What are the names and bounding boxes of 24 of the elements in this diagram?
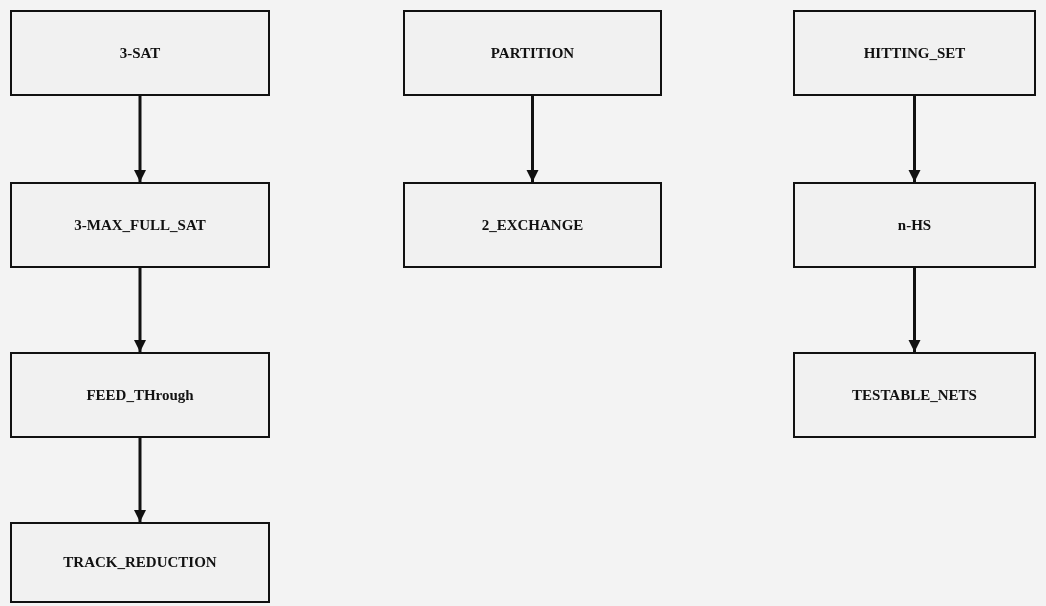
arrow: [134, 268, 146, 352]
box-label: 3-MAX_FULL_SAT: [74, 216, 206, 234]
process-box: [10, 352, 270, 438]
arrow: [134, 438, 146, 522]
arrow: [908, 268, 921, 352]
box-label: FEED_THrough: [86, 386, 194, 404]
box-label: PARTITION: [490, 44, 575, 62]
process-box: [10, 522, 270, 603]
box-label: n-HS: [897, 216, 932, 234]
arrow: [526, 96, 539, 182]
arrow: [134, 96, 146, 182]
process-box: [10, 182, 270, 268]
box-label: HITTING_SET: [863, 44, 966, 62]
arrow: [908, 96, 921, 182]
box-label: TRACK_REDUCTION: [63, 554, 217, 571]
process-box: [10, 10, 270, 96]
box-label: 2_EXCHANGE: [481, 216, 584, 234]
process-box: [403, 182, 662, 268]
process-box: [793, 182, 1036, 268]
process-box: [793, 10, 1036, 96]
box-label: TESTABLE_NETS: [852, 386, 977, 404]
process-box: [403, 10, 662, 96]
process-box: [793, 352, 1036, 438]
box-label: 3-SAT: [119, 44, 161, 62]
